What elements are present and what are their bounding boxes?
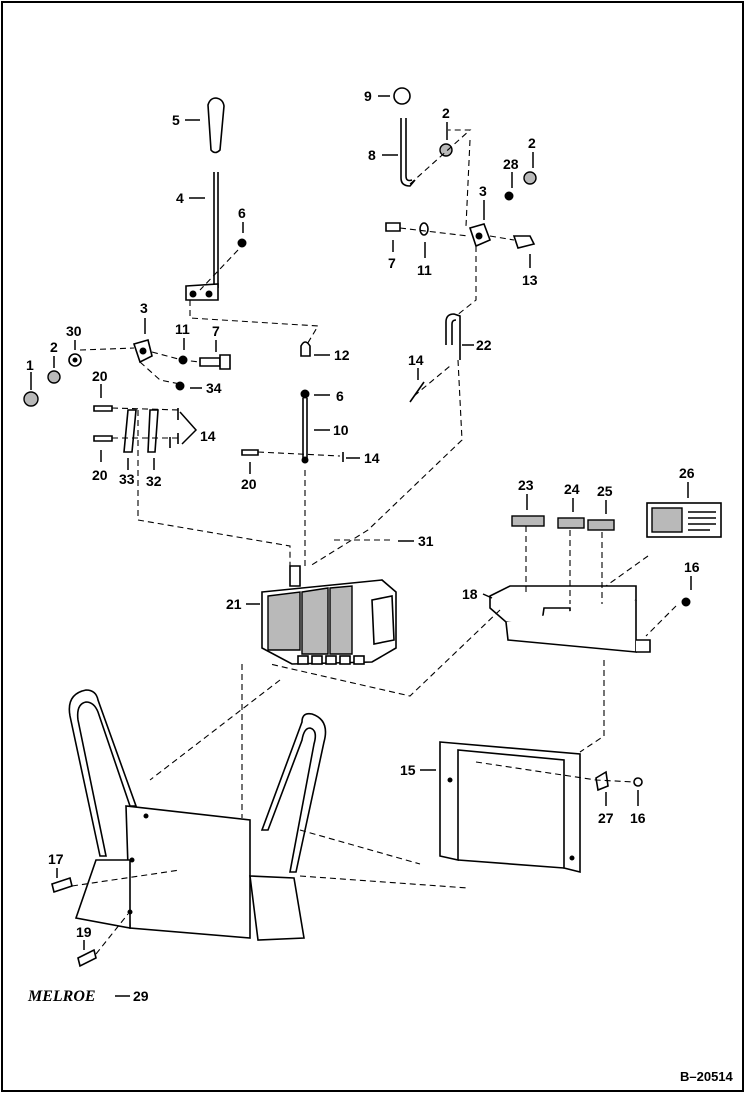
nut-2-left <box>47 370 61 384</box>
pin-13 <box>512 235 536 249</box>
callout-2: 2 <box>528 135 536 151</box>
callout-10: 10 <box>333 422 349 438</box>
callout-23: 23 <box>518 477 534 493</box>
bolt-16-upper <box>681 597 691 607</box>
nut-6-upper <box>237 238 247 248</box>
callout-31: 31 <box>418 533 434 549</box>
cotter-pin-14-right <box>409 381 425 403</box>
callout-12: 12 <box>334 347 350 363</box>
callout-20: 20 <box>92 368 108 384</box>
leader-lines <box>30 95 692 997</box>
drawing-number: B–20514 <box>680 1069 734 1084</box>
callout-labels: 5 4 6 3 30 2 1 11 7 34 20 14 20 33 32 12… <box>26 88 700 1004</box>
nut-6-center <box>300 389 310 399</box>
melroe-logo: MELROE <box>27 988 96 1005</box>
link-22 <box>445 313 461 360</box>
callout-18: 18 <box>462 586 478 602</box>
callout-5: 5 <box>172 112 180 128</box>
link-33 <box>123 409 137 453</box>
clip-27 <box>595 770 609 792</box>
decal-23 <box>511 515 545 527</box>
callout-7: 7 <box>212 323 220 339</box>
bolt-7-left <box>199 354 231 370</box>
bolt-16-lower <box>633 777 643 787</box>
callout-28: 28 <box>503 156 519 172</box>
callout-7: 7 <box>388 255 396 271</box>
nut-1-left <box>23 391 39 407</box>
pivot-bracket-3-left <box>132 339 153 364</box>
callout-20: 20 <box>241 476 257 492</box>
callout-14: 14 <box>364 450 380 466</box>
callout-2: 2 <box>442 105 450 121</box>
callout-32: 32 <box>146 473 162 489</box>
callout-27: 27 <box>598 810 614 826</box>
callout-11: 11 <box>175 321 190 337</box>
callout-29: 29 <box>133 988 149 1004</box>
callout-16: 16 <box>630 810 646 826</box>
washer-11-right <box>419 222 429 236</box>
callout-1: 1 <box>26 357 34 373</box>
lever-8 <box>400 118 416 187</box>
cotter-pins-14-left <box>169 408 179 448</box>
pivot-bracket-3-right <box>468 223 492 248</box>
control-valve-21 <box>261 565 397 665</box>
bolt-7-right <box>385 222 401 232</box>
callout-22: 22 <box>476 337 492 353</box>
nut-2-far-right <box>523 171 537 185</box>
decal-26 <box>646 502 722 538</box>
bolt-20-lower-left <box>93 435 113 442</box>
callout-6: 6 <box>336 388 344 404</box>
callout-30: 30 <box>66 323 82 339</box>
assembly-lines <box>71 129 677 955</box>
nut-2-upper-right <box>439 143 453 157</box>
knob-9 <box>393 87 411 105</box>
callout-13: 13 <box>522 272 538 288</box>
control-handle-lever <box>185 172 219 301</box>
bolt-17 <box>51 876 73 894</box>
callout-14: 14 <box>408 352 424 368</box>
callout-14: 14 <box>200 428 216 444</box>
callout-33: 33 <box>119 471 135 487</box>
valve-bracket-18 <box>489 585 651 653</box>
callout-2: 2 <box>50 339 58 355</box>
callout-11: 11 <box>417 262 432 278</box>
callout-8: 8 <box>368 147 376 163</box>
washer-30 <box>68 353 82 367</box>
callout-3: 3 <box>140 300 148 316</box>
bolt-20-upper-left <box>93 405 113 412</box>
callout-24: 24 <box>564 481 580 497</box>
decal-24 <box>557 517 585 529</box>
handle-stand <box>68 689 327 941</box>
link-32 <box>147 409 159 453</box>
bolt-20-center <box>241 449 259 456</box>
control-rod-10 <box>301 398 309 464</box>
callout-34: 34 <box>206 380 222 396</box>
callout-17: 17 <box>48 851 64 867</box>
washer-28 <box>504 191 514 201</box>
callout-19: 19 <box>76 924 92 940</box>
bolt-19 <box>77 948 97 968</box>
callout-9: 9 <box>364 88 372 104</box>
callout-6: 6 <box>238 205 246 221</box>
callout-3: 3 <box>479 183 487 199</box>
callout-20: 20 <box>92 467 108 483</box>
callout-21: 21 <box>226 596 242 612</box>
cover-15 <box>439 741 581 874</box>
callout-15: 15 <box>400 762 416 778</box>
callout-26: 26 <box>679 465 695 481</box>
callout-25: 25 <box>597 483 613 499</box>
callout-4: 4 <box>176 190 184 206</box>
decal-25 <box>587 519 615 531</box>
callout-16: 16 <box>684 559 700 575</box>
control-handle-knob <box>207 97 225 154</box>
rod-end-12 <box>300 341 311 357</box>
